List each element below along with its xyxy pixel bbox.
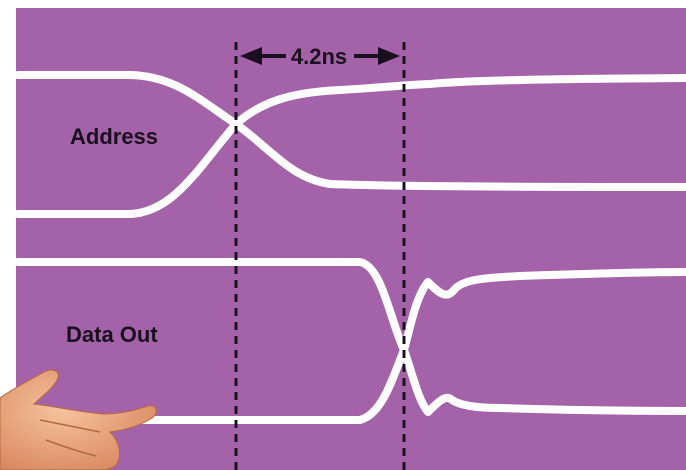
address-label: Address <box>70 124 158 149</box>
timing-measurement-label: 4.2ns <box>291 44 347 69</box>
data-out-label: Data Out <box>66 322 158 347</box>
